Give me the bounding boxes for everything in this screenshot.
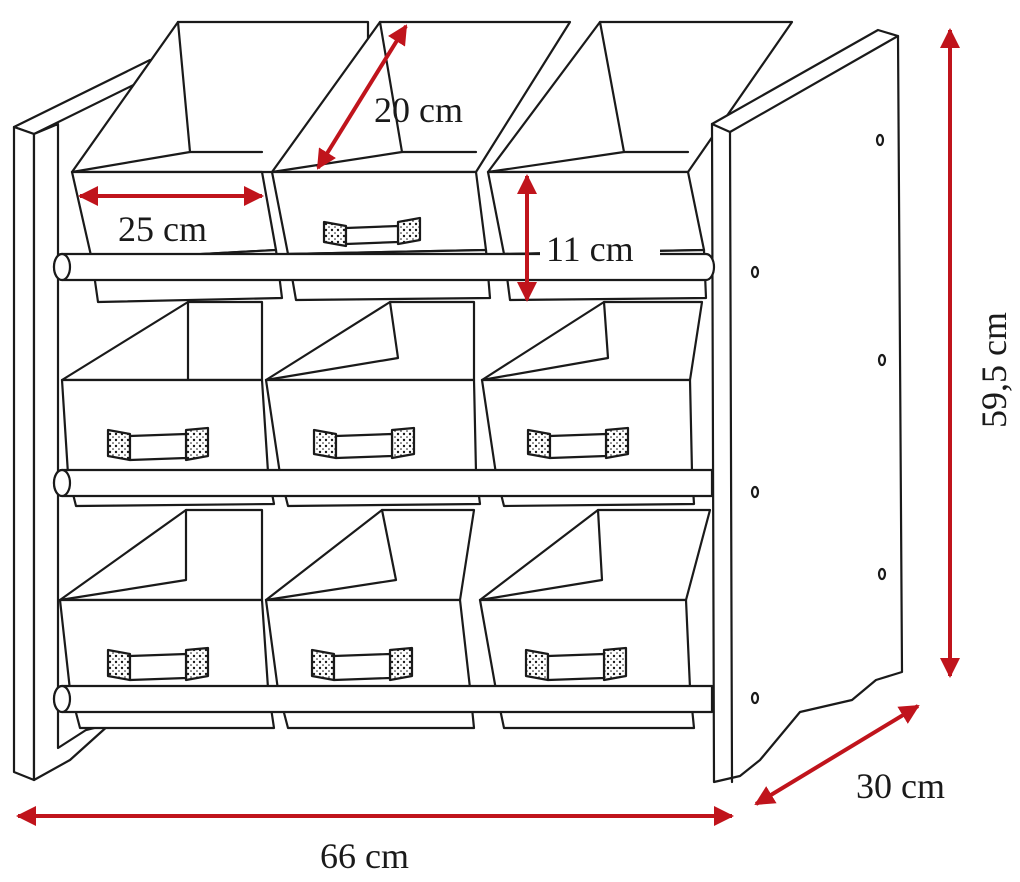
middle-rod [52,468,714,498]
bin-height-label: 11 cm [546,229,634,269]
total-depth-arrow [754,704,920,806]
bin-depth-arrow [316,24,408,170]
handle [524,646,628,682]
handle [310,646,414,682]
handle [526,426,630,460]
right-side-panel [710,28,904,784]
bin-width-label: 25 cm [118,209,207,249]
total-depth-label: 30 cm [856,766,945,806]
handle [312,426,416,460]
total-height-label: 59,5 cm [974,312,1014,428]
handle [322,216,422,248]
total-width-label: 66 cm [320,836,409,876]
handle [106,646,210,682]
left-side-panel [12,122,112,782]
bin-depth-label: 20 cm [374,90,463,130]
bottom-rod [52,684,714,714]
bin-bottom-left [58,508,276,730]
handle [106,426,210,462]
